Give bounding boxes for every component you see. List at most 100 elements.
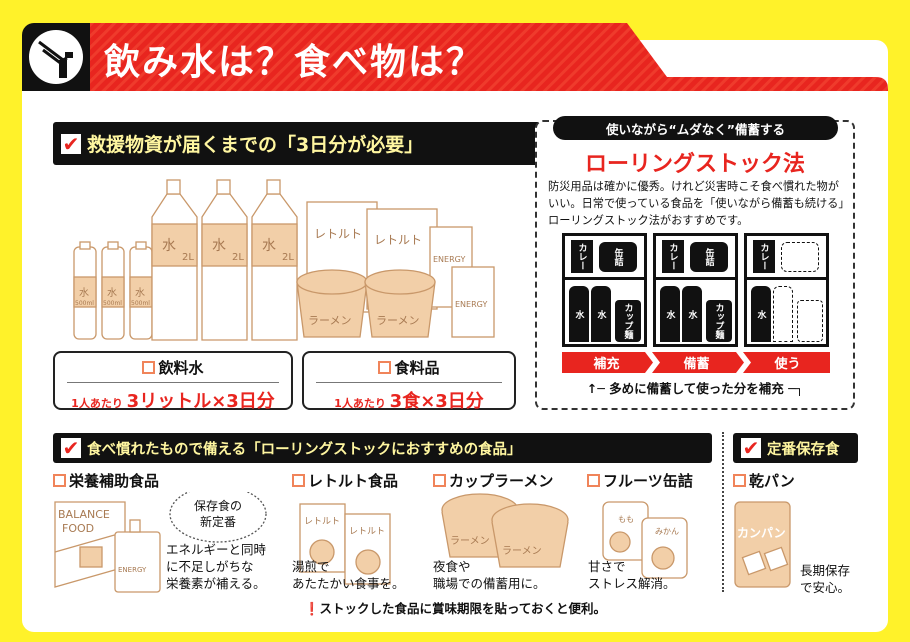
check-icon: ✔ bbox=[741, 436, 761, 460]
item-desc: 夜食や職場での備蓄用に。 bbox=[433, 558, 546, 592]
check-icon: ✔ bbox=[61, 436, 81, 460]
curry-box: カレー bbox=[571, 240, 593, 273]
desc-line: 長期保存 bbox=[800, 563, 851, 578]
desc-line: に不足しがちな bbox=[166, 559, 254, 574]
cup-noodles: カップ麺 bbox=[615, 300, 641, 342]
retort-label: レトルト bbox=[374, 233, 422, 247]
supplies-illustration: 水 500ml 水 500ml 水 500ml 水 2L 水 2L 水 2L レ… bbox=[73, 179, 495, 341]
shelf-3: カレー水 bbox=[744, 233, 829, 347]
check-icon: ✔ bbox=[61, 131, 81, 156]
bubble-text: 保存食の bbox=[194, 498, 242, 513]
exclamation-icon: ❗ bbox=[303, 601, 320, 616]
per-person: 1人あたり bbox=[334, 397, 386, 410]
art-label: カンパン bbox=[737, 526, 786, 540]
item-label: カップラーメン bbox=[449, 472, 554, 490]
item-cup-ramen: カップラーメン bbox=[433, 470, 553, 491]
ramen-label: ラーメン bbox=[308, 314, 352, 327]
rolling-description: 防災用品は確かに優秀。けれど災害時こそ食べ慣れた物が いい。日常で使っている食品… bbox=[548, 178, 850, 229]
desc-line: ストレス解消。 bbox=[588, 576, 676, 591]
water-label: 水 bbox=[107, 287, 117, 299]
section-bar-recommended: ✔ 食べ慣れたもので備える「ローリングストックにおすすめの食品」 bbox=[53, 433, 712, 463]
bubble-text: 新定番 bbox=[200, 514, 236, 529]
energy-label: ENERGY bbox=[433, 255, 465, 264]
rolling-title: ローリングストック法 bbox=[584, 152, 805, 177]
desc-line: で安心。 bbox=[800, 580, 851, 595]
note-text: 多めに備蓄して使った分を補充 bbox=[609, 381, 784, 396]
section-title: 救援物資が届くまでの「3日分が必要」 bbox=[87, 134, 424, 156]
shelf-label: カップ麺 bbox=[622, 303, 633, 339]
art-label: ラーメン bbox=[502, 545, 542, 557]
desc-line: 職場での備蓄用に。 bbox=[433, 576, 546, 591]
cup-noodles: カップ麺 bbox=[706, 300, 732, 342]
desc-line: 夜食や bbox=[433, 559, 471, 574]
shelf-label: カレー bbox=[758, 243, 769, 270]
art-label: BALANCE bbox=[58, 508, 110, 521]
item-label: 栄養補助食品 bbox=[69, 472, 160, 490]
art-label: みかん bbox=[655, 527, 679, 536]
checkbox-icon bbox=[733, 474, 746, 487]
section-bar-3days: ✔ 救援物資が届くまでの「3日分が必要」 bbox=[53, 122, 543, 165]
water-bottle: 水 bbox=[569, 286, 589, 342]
rolling-pill: 使いながら“ムダなく”備蓄する bbox=[553, 116, 838, 140]
art-label: レトルト bbox=[349, 527, 385, 537]
desc-line: 栄養素が補える。 bbox=[166, 576, 266, 591]
item-label: レトルト食品 bbox=[308, 472, 399, 490]
shelf-2: カレー 缶詰水 水 カップ麺 bbox=[653, 233, 738, 347]
flow-arrows bbox=[562, 352, 830, 373]
step-replenish: 補充 bbox=[593, 357, 620, 372]
shelf-label: 缶詰 bbox=[703, 248, 714, 266]
water-amount: 3リットル×3日分 bbox=[126, 391, 275, 412]
shelf-label: カップ麺 bbox=[713, 303, 724, 339]
text-line: ローリングストック法がおすすめです。 bbox=[548, 214, 749, 227]
art-label: FOOD bbox=[62, 522, 94, 535]
shelf-1: カレー缶詰水 水 カップ麺 bbox=[562, 233, 647, 347]
checkbox-icon bbox=[142, 361, 156, 374]
shelf-label: 水 bbox=[595, 309, 606, 319]
size-label: 2L bbox=[182, 252, 194, 263]
water-label: 飲料水 bbox=[158, 359, 204, 377]
item-desc: 長期保存で安心。 bbox=[800, 562, 850, 596]
cans: 缶詰 bbox=[690, 242, 728, 272]
retort-label: レトルト bbox=[314, 227, 362, 241]
shelf-label: 水 bbox=[573, 309, 584, 319]
item-kanpan: 乾パン bbox=[733, 470, 795, 491]
checkbox-icon bbox=[378, 361, 392, 374]
empty-cups bbox=[797, 300, 823, 342]
water-bottle: 水 bbox=[682, 286, 702, 342]
size-label: 500ml bbox=[75, 300, 94, 307]
desc-line: エネルギーと同時 bbox=[166, 542, 267, 557]
size-label: 500ml bbox=[131, 300, 150, 307]
item-desc: 甘さでストレス解消。 bbox=[588, 558, 676, 592]
food-amount: 3食×3日分 bbox=[389, 391, 484, 412]
step-stock: 備蓄 bbox=[683, 357, 710, 372]
footnote-text: ストックした食品に賞味期限を貼っておくと便利。 bbox=[319, 601, 607, 616]
shelf-label: 水 bbox=[664, 309, 675, 319]
water-label: 水 bbox=[162, 238, 176, 254]
energy-label: ENERGY bbox=[455, 300, 487, 309]
empty-bottle bbox=[773, 286, 793, 342]
item-retort: レトルト食品 bbox=[292, 470, 398, 491]
section-title: 定番保存食 bbox=[767, 441, 840, 458]
step-use: 使う bbox=[774, 357, 801, 372]
empty-cans bbox=[781, 242, 819, 272]
art-label: ラーメン bbox=[450, 535, 490, 547]
curry-box: カレー bbox=[753, 240, 775, 273]
shelf-label: 水 bbox=[755, 309, 766, 319]
text-line: いい。日常で使っている食品を「使いながら備蓄も続ける」 bbox=[548, 197, 850, 210]
shelf-label: カレー bbox=[667, 243, 678, 270]
cans: 缶詰 bbox=[599, 242, 637, 272]
checkbox-icon bbox=[587, 474, 600, 487]
section-title: 食べ慣れたもので備える「ローリングストックにおすすめの食品」 bbox=[87, 441, 522, 458]
desc-line: 甘さで bbox=[588, 559, 626, 574]
water-bottle: 水 bbox=[660, 286, 680, 342]
checkbox-icon bbox=[292, 474, 305, 487]
item-nutrition: 栄養補助食品 bbox=[53, 470, 159, 491]
water-label: 水 bbox=[79, 287, 89, 299]
size-label: 500ml bbox=[103, 300, 122, 307]
item-desc: エネルギーと同時に不足しがちな栄養素が補える。 bbox=[166, 541, 266, 592]
item-desc: 湯煎であたたかい食事を。 bbox=[292, 558, 405, 592]
item-fruit-can: フルーツ缶詰 bbox=[587, 470, 693, 491]
water-label: 水 bbox=[135, 287, 145, 299]
shelf-label: 水 bbox=[686, 309, 697, 319]
desc-line: 湯煎で bbox=[292, 559, 330, 574]
